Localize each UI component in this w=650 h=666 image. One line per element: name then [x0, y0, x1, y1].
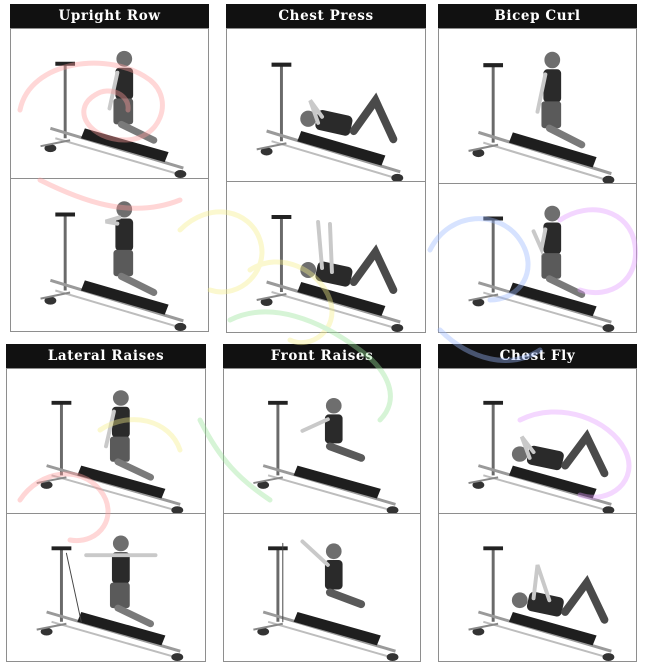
exerciser-figure [105, 201, 158, 297]
photo-end-position [6, 513, 206, 662]
bench-machine [36, 546, 184, 661]
photo-end-position [226, 181, 426, 333]
exerciser-figure [511, 429, 609, 478]
bench-machine [253, 400, 399, 514]
photo-end-position [223, 513, 421, 662]
photo-start-position [10, 28, 209, 179]
exerciser-figure [104, 390, 155, 481]
photo-start-position [6, 368, 206, 515]
exercise-title: Upright Row [10, 4, 209, 28]
photo-end-position [438, 513, 637, 662]
bench-machine [256, 62, 404, 182]
photo-start-position [438, 28, 637, 185]
bench-machine [468, 216, 615, 332]
photo-start-position [438, 368, 637, 515]
bench-machine [40, 61, 187, 178]
exerciser-figure [107, 50, 158, 144]
bench-machine [468, 400, 615, 514]
exercise-title: Lateral Raises [6, 344, 206, 368]
exerciser-figure [300, 92, 398, 144]
exerciser-figure [535, 51, 586, 149]
exerciser-figure [531, 205, 586, 298]
bench-machine [36, 400, 184, 514]
exerciser-figure [282, 539, 366, 623]
exerciser-figure [300, 398, 366, 462]
exercise-title: Chest Fly [438, 344, 637, 368]
bench-machine [40, 212, 187, 331]
exercise-title: Chest Press [226, 4, 426, 28]
photo-start-position [223, 368, 421, 515]
photo-end-position [10, 178, 209, 332]
photo-end-position [438, 183, 637, 333]
photo-start-position [226, 28, 426, 183]
bench-machine [253, 546, 399, 661]
bench-machine [468, 546, 615, 661]
bench-machine [256, 215, 404, 332]
exerciser-figure [65, 535, 158, 628]
exercise-title: Front Raises [223, 344, 421, 368]
bench-machine [468, 63, 615, 184]
exercise-title: Bicep Curl [438, 4, 637, 28]
exerciser-figure [300, 220, 398, 294]
exerciser-figure [511, 564, 609, 624]
